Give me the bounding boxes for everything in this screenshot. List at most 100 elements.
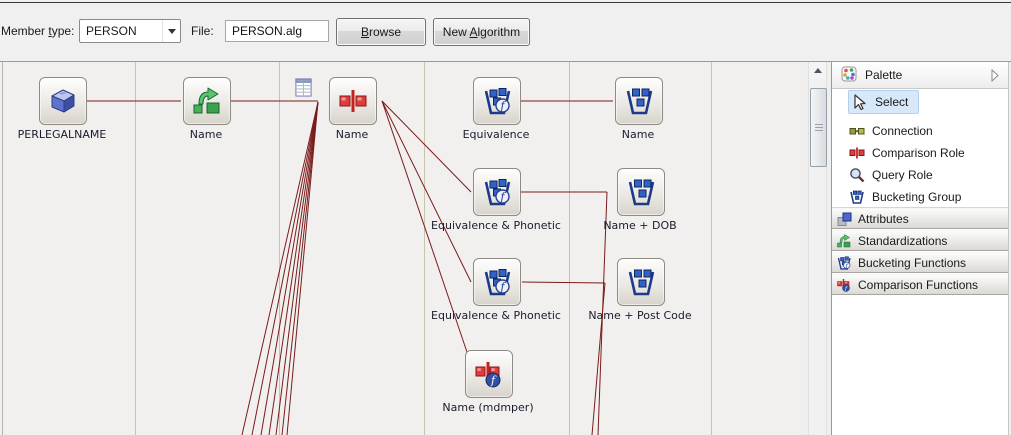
palette-tool-label: Bucketing Group [872,190,962,204]
connection-line[interactable] [591,282,606,435]
node-equivalence[interactable]: f [473,77,521,125]
member-type-label: Member type: [1,24,75,38]
comparison-role-mini-icon [849,147,865,159]
palette-drawer-label: Attributes [858,211,909,226]
browse-button[interactable]: Browse [336,18,426,46]
combo-dropdown-zone[interactable] [162,20,180,42]
palette-collapse-arrow-icon[interactable] [981,68,1000,85]
lane-divider [711,62,712,435]
palette-drawer-standardizations[interactable]: Standardizations [832,230,1008,251]
palette-header: Palette [832,62,1008,89]
svg-text:f: f [490,374,497,387]
palette-tool-select[interactable]: Select [848,90,920,114]
bucketing-group-icon [626,88,653,115]
scroll-up-button[interactable] [809,62,826,79]
lane-divider [135,62,136,435]
node-name-dob[interactable] [617,168,665,216]
node-bucket-name[interactable] [615,77,663,125]
attributes-drawer-icon [837,212,852,226]
member-type-select[interactable]: PERSON [79,19,181,43]
palette-tool-query-role[interactable]: Query Role [849,164,933,186]
node-equiv-phonetic-2[interactable]: f [473,258,521,306]
node-label: Name [189,128,223,141]
scroll-gutter [801,62,831,435]
node-label: Name [621,128,655,141]
lane-divider [424,62,425,435]
cursor-icon [854,94,866,110]
palette-tool-label: Query Role [872,168,933,182]
palette-drawer-label: Comparison Functions [858,277,979,292]
connection-lines-layer [85,100,613,435]
bucketing-function-icon: f [484,269,511,296]
palette-tool-label: Connection [872,124,933,138]
connection-line[interactable] [281,101,319,435]
query-role-icon [850,168,865,183]
file-input[interactable] [225,20,329,42]
node-label: Equivalence [462,128,530,141]
svg-text:f: f [499,100,506,113]
bucketing-group-icon [628,269,655,296]
connection-line[interactable] [521,281,606,284]
member-type-value: PERSON [86,24,137,38]
connection-line[interactable] [268,101,319,435]
table-icon [295,78,312,97]
toolbar: Member type: PERSON File: Browse New Alg… [0,3,1011,60]
palette-tool-comparison-role[interactable]: Comparison Role [849,142,965,164]
connection-line[interactable] [381,100,472,283]
node-perlegalname[interactable] [39,77,87,125]
palette-tool-label: Comparison Role [872,146,965,160]
content-top-border [0,61,1011,62]
node-name-postcode[interactable] [617,258,665,306]
node-label: Equivalence & Phonetic [431,219,561,232]
table-marker [294,78,313,100]
palette-title: Palette [865,68,903,82]
connection-line[interactable] [286,101,319,435]
connection-line[interactable] [275,101,319,435]
palette-drawer-comparison-functions[interactable]: f Comparison Functions [832,274,1008,295]
node-cmp-name[interactable] [329,77,377,125]
connection-icon [849,128,865,135]
connection-line[interactable] [260,101,319,435]
svg-text:f: f [845,263,849,269]
lane-divider [279,62,280,435]
node-label: Name (mdmper) [442,401,534,414]
bucketing-function-icon: f [837,256,851,270]
palette-drawer-attributes[interactable]: Attributes [832,208,1008,229]
node-label: PERLEGALNAME [17,128,107,141]
bucketing-function-icon: f [484,88,511,115]
new-algorithm-button[interactable]: New Algorithm [433,18,530,46]
standardization-arrow-icon [837,233,851,247]
comparison-function-icon: f [837,278,850,292]
node-label: Name + DOB [603,219,677,232]
thumb-grip-icon [814,124,823,131]
top-separator [0,2,1011,3]
palette-tool-bucketing-group[interactable]: Bucketing Group [849,186,961,208]
vertical-scrollbar[interactable] [808,62,827,435]
attribute-cube-icon [51,89,75,113]
node-equiv-phonetic-1[interactable]: f [473,168,521,216]
palette-tool-label: Select [875,95,909,109]
connection-line[interactable] [251,101,319,435]
bucketing-group-icon [628,179,655,206]
bucketing-group-mini-icon [850,190,864,204]
node-label: Equivalence & Phonetic [431,309,561,322]
scrollbar-thumb[interactable] [810,88,827,167]
node-label: Name [335,128,369,141]
connection-line[interactable] [381,100,470,359]
connection-line[interactable] [241,101,319,435]
node-std-name[interactable] [183,77,231,125]
chevron-down-icon [167,28,176,34]
comparison-function-icon: f [475,362,501,388]
connection-line[interactable] [381,100,472,193]
file-label: File: [191,24,214,38]
lane-divider [569,62,570,435]
palette-icon-slot [832,66,857,85]
standardization-arrow-icon [193,87,220,114]
node-cmp-name-mdmper[interactable]: f [465,350,513,398]
svg-text:f: f [499,191,506,204]
palette-drawer-label: Standardizations [858,233,948,248]
palette-tool-connection[interactable]: Connection [849,120,933,142]
